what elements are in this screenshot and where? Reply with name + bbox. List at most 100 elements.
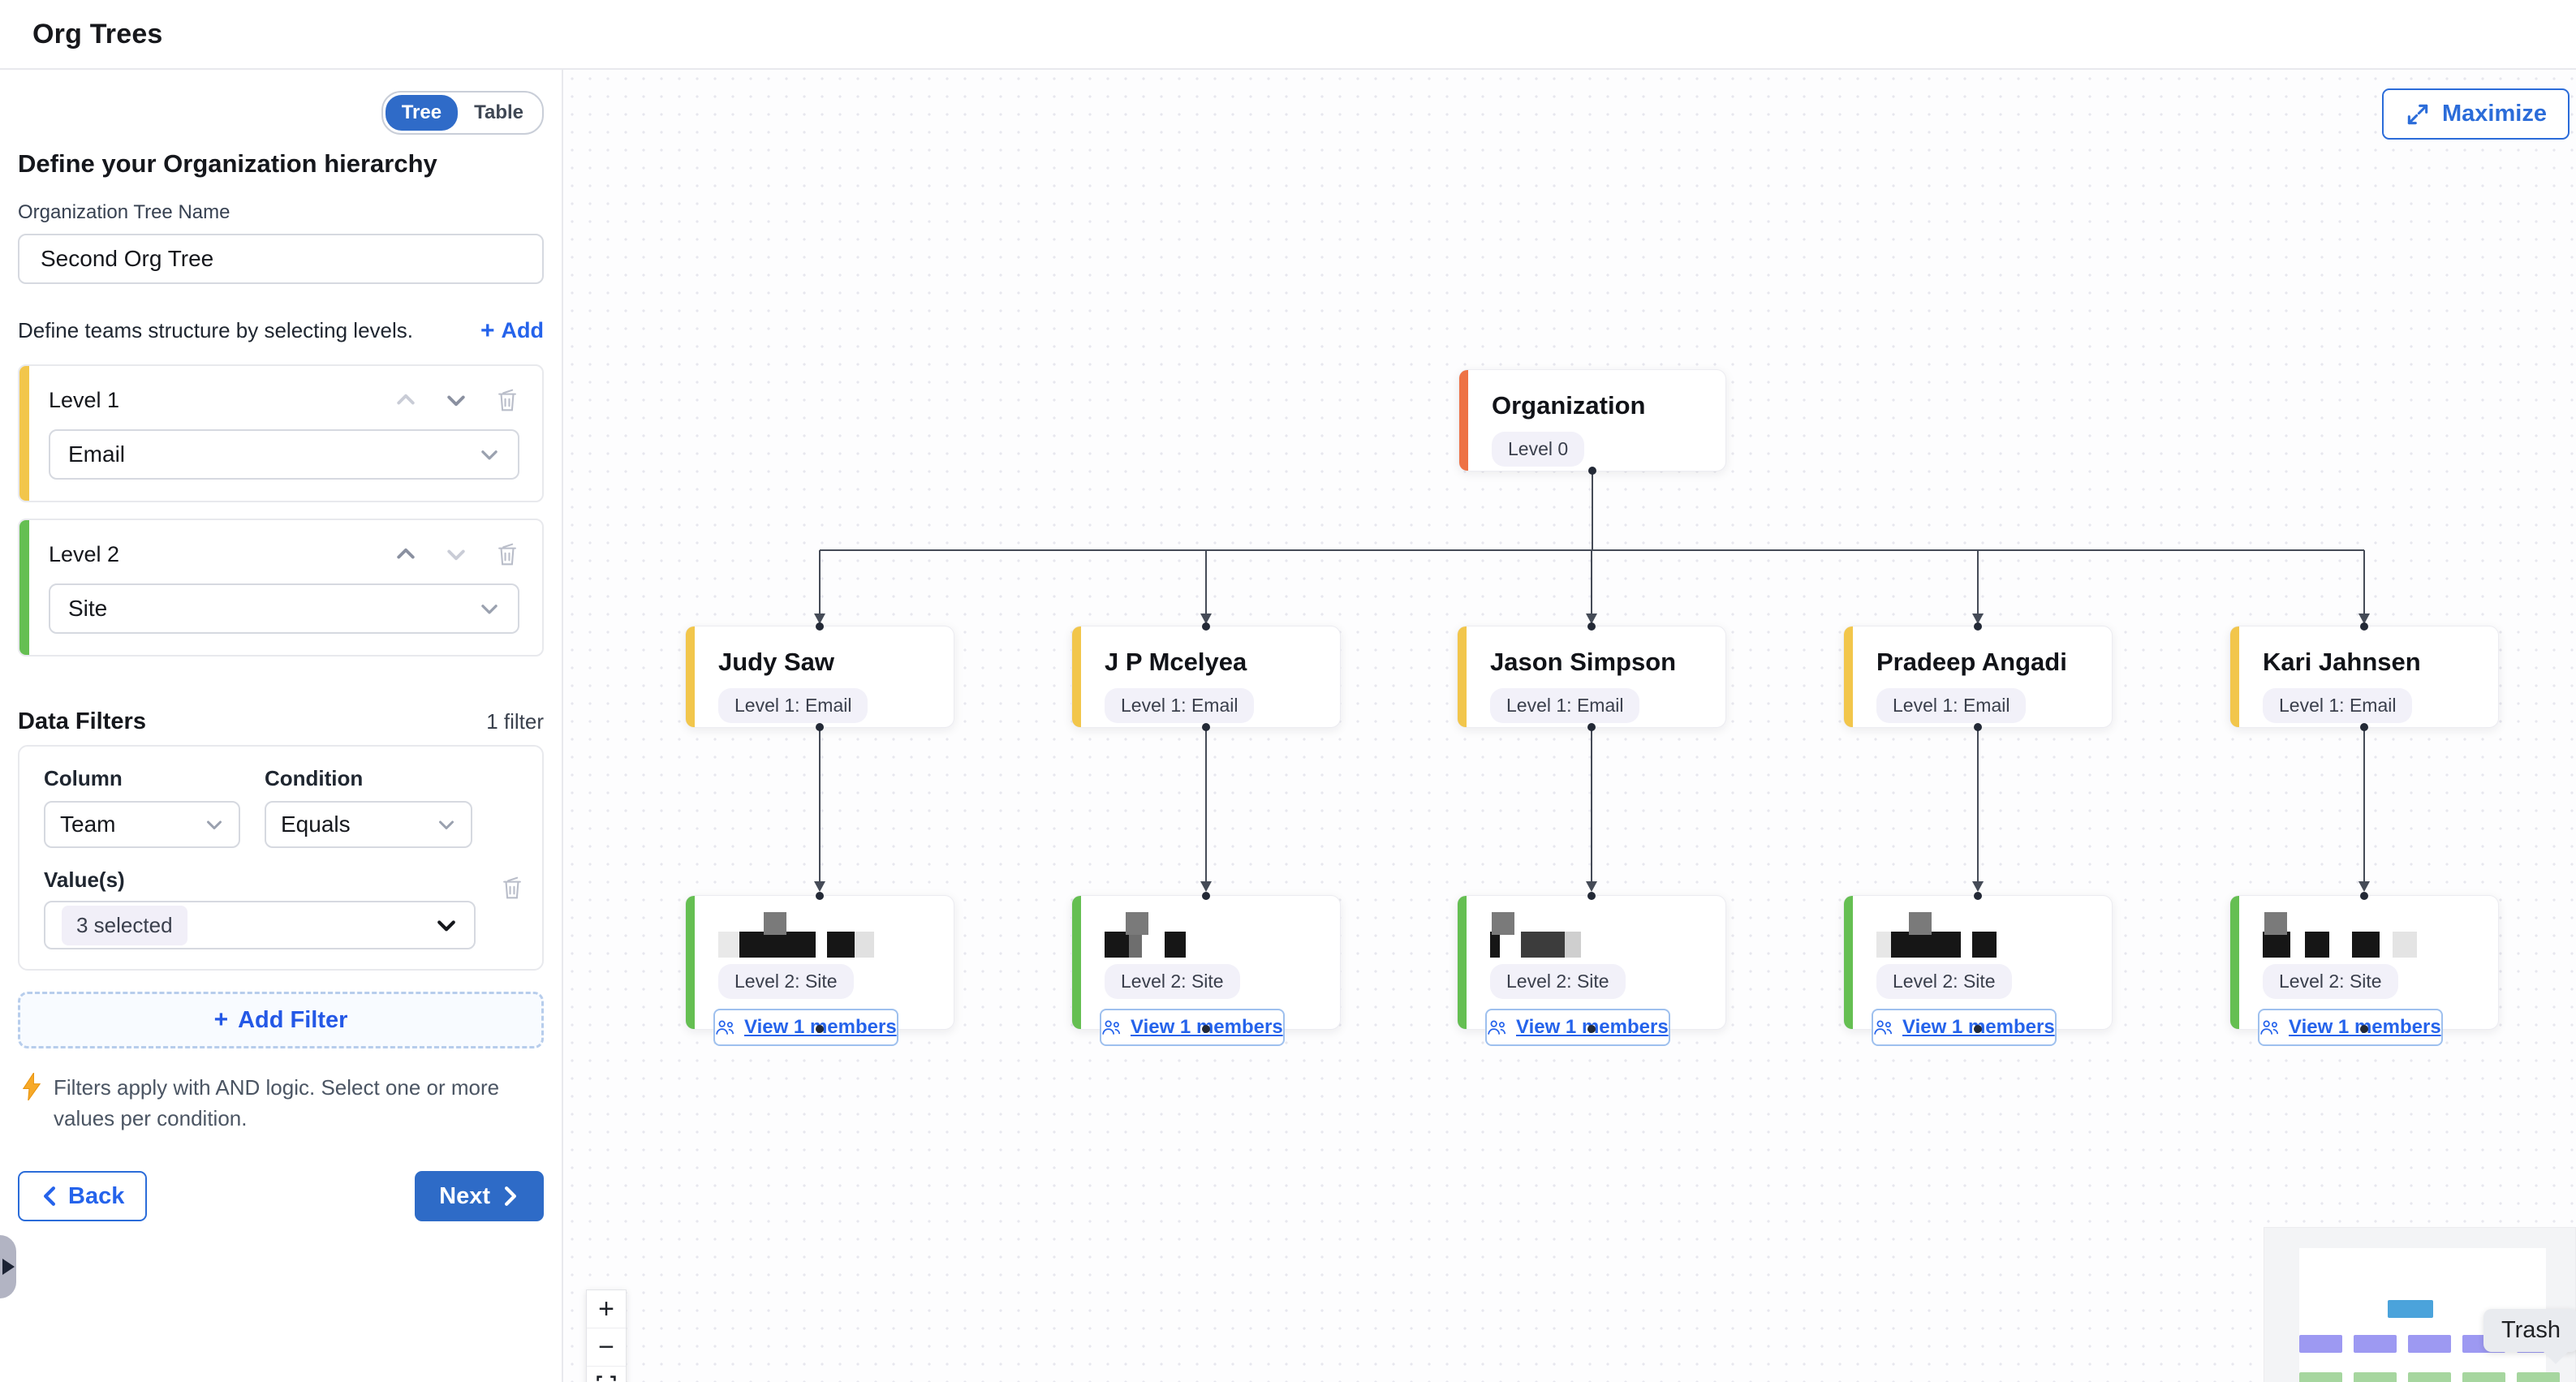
fit-view-icon xyxy=(597,1376,616,1381)
org-node-level2[interactable]: Level 2: Site View 1 members xyxy=(1457,892,1726,1046)
node-title: Judy Saw xyxy=(718,648,834,676)
view-members-button[interactable]: View 1 members xyxy=(1100,1009,1285,1046)
node-level-badge: Level 1: Email xyxy=(2263,688,2413,723)
page-title: Org Trees xyxy=(32,18,163,50)
view-toggle-row: Tree Table xyxy=(18,91,544,135)
zoom-in-button[interactable]: + xyxy=(587,1290,626,1328)
minimap-node-level2 xyxy=(2299,1372,2342,1382)
condition-select[interactable]: Equals xyxy=(265,801,472,848)
zoom-out-button[interactable]: − xyxy=(587,1328,626,1367)
view-members-button[interactable]: View 1 members xyxy=(1485,1009,1670,1046)
column-select[interactable]: Team xyxy=(44,801,240,848)
view-members-button[interactable]: View 1 members xyxy=(1872,1009,2057,1046)
chevron-right-icon xyxy=(505,1186,516,1207)
node-level-badge: Level 1: Email xyxy=(1490,688,1640,723)
chevron-down-icon xyxy=(437,920,455,932)
redacted-title xyxy=(1490,912,1725,959)
level2-label: Level 2 xyxy=(49,541,120,566)
connector-dot xyxy=(2360,892,2368,900)
people-icon xyxy=(2260,1020,2279,1035)
node-level-badge: Level 2: Site xyxy=(718,964,854,999)
node-level-badge: Level 0 xyxy=(1492,432,1585,467)
redacted-title xyxy=(1105,912,1340,959)
org-node-level1[interactable]: Jason Simpson Level 1: Email xyxy=(1457,622,1726,731)
maximize-button[interactable]: Maximize xyxy=(2382,88,2570,140)
values-multiselect[interactable]: 3 selected xyxy=(44,901,476,949)
move-down-button[interactable] xyxy=(445,543,467,566)
people-icon xyxy=(716,1020,734,1035)
connector-dot xyxy=(816,1025,824,1033)
next-button[interactable]: Next xyxy=(415,1171,544,1222)
redacted-title xyxy=(718,912,954,959)
trash-tooltip-label: Trash xyxy=(2501,1317,2561,1343)
top-bar: Org Trees xyxy=(0,0,2576,70)
connector-dot xyxy=(816,622,824,631)
connector-dot xyxy=(1202,892,1210,900)
move-up-button[interactable] xyxy=(394,543,417,566)
delete-filter-button[interactable] xyxy=(500,875,524,901)
minimap[interactable] xyxy=(2264,1227,2576,1382)
condition-label: Condition xyxy=(265,766,364,790)
column-label: Column xyxy=(44,766,123,790)
org-node-root[interactable]: Organization Level 0 xyxy=(1458,369,1726,475)
hierarchy-sidebar: Tree Table Define your Organization hier… xyxy=(0,70,563,1382)
tree-name-input[interactable] xyxy=(18,234,544,284)
data-filters-title: Data Filters xyxy=(18,708,146,734)
zoom-controls: + − xyxy=(586,1289,627,1382)
org-node-level2[interactable]: Level 2: Site View 1 members xyxy=(2229,892,2499,1046)
connector-dot xyxy=(1974,892,1982,900)
selected-count-chip: 3 selected xyxy=(62,905,187,945)
connector-dot xyxy=(2360,622,2368,631)
level2-accent-bar xyxy=(19,520,29,655)
delete-level-button[interactable] xyxy=(495,387,519,413)
org-node-level2[interactable]: Level 2: Site View 1 members xyxy=(1071,892,1341,1046)
fit-view-button[interactable] xyxy=(587,1367,626,1382)
level-card-1: Level 1 Email xyxy=(18,364,544,502)
org-node-level1[interactable]: Judy Saw Level 1: Email xyxy=(685,622,954,731)
move-down-button[interactable] xyxy=(445,389,467,411)
connector-dot xyxy=(1587,892,1596,900)
level1-accent-bar xyxy=(1458,626,1467,727)
add-level-button[interactable]: + Add xyxy=(480,316,544,344)
people-icon xyxy=(1874,1020,1893,1035)
add-filter-button[interactable]: + Add Filter xyxy=(18,992,544,1048)
node-title: Jason Simpson xyxy=(1490,648,1677,676)
minimap-node-level1 xyxy=(2354,1335,2397,1353)
level2-accent-bar xyxy=(1072,896,1081,1029)
level1-field-select[interactable]: Email xyxy=(49,429,519,480)
org-node-level2[interactable]: Level 2: Site View 1 members xyxy=(685,892,954,1046)
chevron-down-icon xyxy=(439,820,454,829)
org-node-level1[interactable]: Kari Jahnsen Level 1: Email xyxy=(2229,622,2499,731)
org-node-level2[interactable]: Level 2: Site View 1 members xyxy=(1843,892,2113,1046)
toggle-tree[interactable]: Tree xyxy=(385,95,459,131)
node-title: Pradeep Angadi xyxy=(1876,648,2067,676)
node-title: J P Mcelyea xyxy=(1105,648,1247,676)
delete-level-button[interactable] xyxy=(495,541,519,567)
node-title: Kari Jahnsen xyxy=(2263,648,2421,676)
connector-dot xyxy=(1588,467,1596,475)
level2-field-select[interactable]: Site xyxy=(49,583,519,634)
connector-dot xyxy=(1202,622,1210,631)
minimap-node-level1 xyxy=(2408,1335,2451,1353)
levels-intro-row: Define teams structure by selecting leve… xyxy=(18,318,544,343)
back-button[interactable]: Back xyxy=(18,1171,148,1222)
lightning-bolt-icon xyxy=(22,1073,41,1100)
level1-header: Level 1 xyxy=(49,387,519,413)
view-members-button[interactable]: View 1 members xyxy=(713,1009,898,1046)
view-members-button[interactable]: View 1 members xyxy=(2258,1009,2443,1046)
org-node-level1[interactable]: Pradeep Angadi Level 1: Email xyxy=(1843,622,2113,731)
toggle-table[interactable]: Table xyxy=(458,95,540,131)
node-title: Organization xyxy=(1492,391,1646,420)
level2-actions xyxy=(394,541,519,567)
move-up-button[interactable] xyxy=(394,389,417,411)
redacted-title xyxy=(1876,912,2112,959)
level-card-2: Level 2 Site xyxy=(18,519,544,657)
connector-dot xyxy=(2360,1025,2368,1033)
node-level-badge: Level 1: Email xyxy=(718,688,868,723)
expand-panel-tab[interactable] xyxy=(0,1235,16,1298)
node-level-badge: Level 2: Site xyxy=(1876,964,2012,999)
org-node-level1[interactable]: J P Mcelyea Level 1: Email xyxy=(1071,622,1341,731)
org-tree-canvas[interactable]: Maximize Organization Level 0 J xyxy=(563,70,2576,1382)
node-level-badge: Level 2: Site xyxy=(1105,964,1240,999)
